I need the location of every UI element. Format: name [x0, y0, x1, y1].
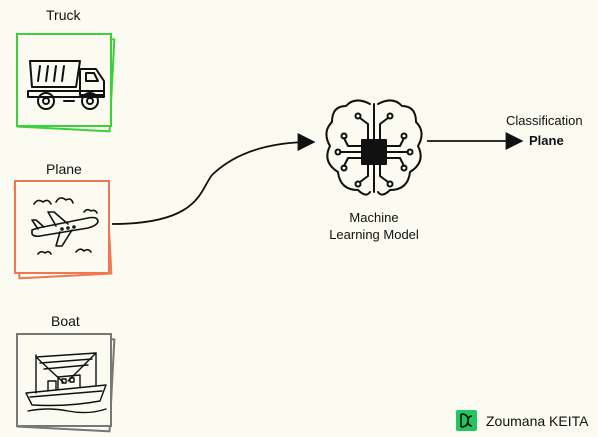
plane-label: Plane: [46, 161, 82, 177]
classification-value: Plane: [529, 133, 564, 148]
boat-card: [16, 333, 116, 433]
airplane-icon: [31, 197, 99, 255]
brain-chip-icon: [325, 99, 423, 196]
boat-label: Boat: [51, 313, 80, 329]
truck-card-front: [16, 33, 112, 127]
dump-truck-icon: [27, 60, 105, 110]
author-logo-icon: [460, 413, 473, 428]
truck-card: [16, 33, 116, 133]
model-label-line2: Learning Model: [329, 227, 419, 242]
input-to-model-arrow: [111, 133, 316, 225]
fishing-boat-icon: [25, 352, 107, 414]
truck-label: Truck: [46, 7, 81, 23]
author-badge: [456, 410, 477, 431]
author-name: Zoumana KEITA: [486, 413, 589, 429]
plane-card-front: [14, 180, 110, 274]
classification-heading: Classification: [506, 113, 583, 128]
plane-card: [13, 180, 114, 280]
boat-card-front: [16, 333, 112, 427]
model-label-line1: Machine: [349, 210, 399, 225]
